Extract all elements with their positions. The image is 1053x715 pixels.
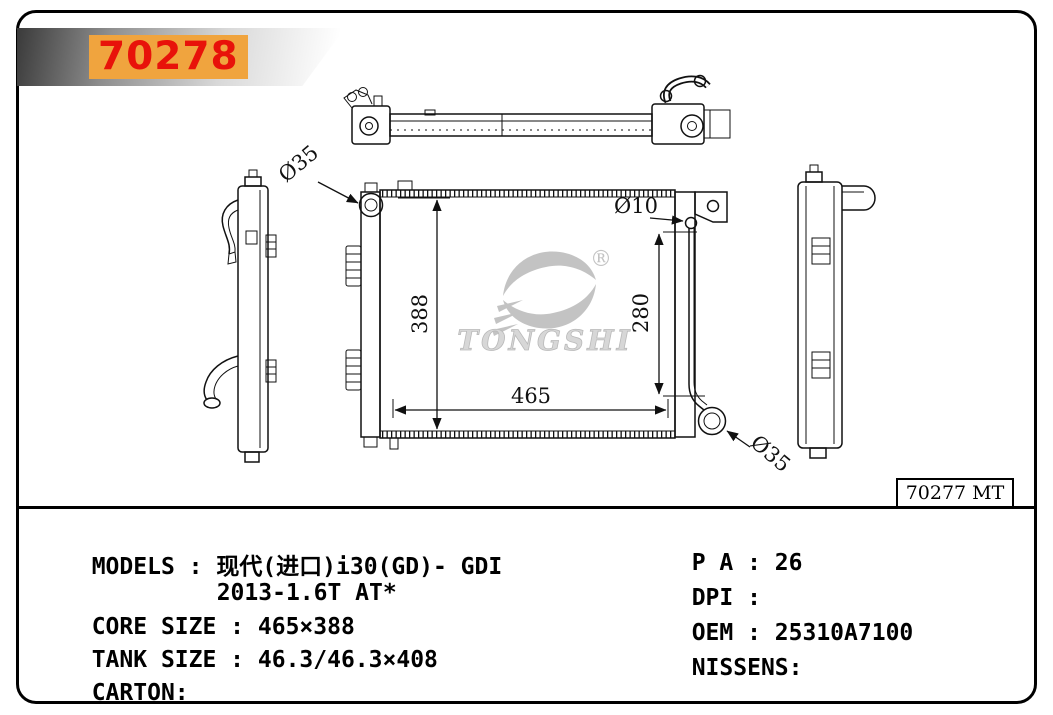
- dim-core-width: 465: [511, 384, 551, 408]
- pa-row: P A : 26: [664, 524, 803, 576]
- core-size-value: 465×388: [257, 614, 355, 640]
- models-row: MODELS : 现代(进口)i30(GD)- GDI: [64, 521, 503, 581]
- dim-pipe-length: 280: [629, 293, 653, 333]
- tank-size-row: TANK SIZE : 46.3/46.3×408: [64, 621, 438, 673]
- models-value-line2: 2013-1.6T AT*: [216, 580, 397, 606]
- dim-outlet-diameter: Ø35: [746, 430, 795, 477]
- reference-number: 70277 MT: [905, 482, 1005, 504]
- radiator-top-view: [343, 74, 731, 145]
- dpi-label: DPI :: [691, 585, 775, 611]
- specs-separator-line: [18, 506, 1035, 509]
- dim-inlet-diameter: Ø35: [274, 140, 323, 187]
- tank-size-label: TANK SIZE :: [91, 647, 258, 673]
- tongshi-watermark: ® TONGSHI: [457, 247, 633, 357]
- oem-row: OEM : 25310A7100: [664, 594, 914, 646]
- nissens-label: NISSENS:: [691, 655, 803, 681]
- pa-label: P A :: [691, 550, 775, 576]
- oem-value: 25310A7100: [774, 620, 914, 646]
- models-label: MODELS :: [91, 554, 217, 580]
- carton-label: CARTON:: [91, 680, 189, 706]
- page-border: [16, 10, 1037, 704]
- part-number-banner: 70278: [17, 28, 345, 86]
- reference-number-box: 70277 MT: [896, 478, 1014, 508]
- models-value: 现代(进口)i30(GD)- GDI: [216, 554, 503, 580]
- dim-core-height: 388: [408, 294, 432, 334]
- dimension-annotations: 388 465 280 Ø10 Ø35 Ø35: [274, 140, 795, 477]
- core-size-row: CORE SIZE : 465×388: [64, 588, 355, 640]
- dim-bracket-hole: Ø10: [614, 194, 658, 218]
- radiator-right-side-view: [797, 164, 876, 459]
- pa-value: 26: [774, 550, 803, 576]
- radiator-left-side-view: [203, 169, 277, 463]
- dpi-row: DPI :: [664, 559, 775, 611]
- tongshi-logo-swirl-icon: [492, 251, 596, 336]
- left-mounting-brackets: [345, 245, 362, 391]
- watermark-brand: TONGSHI: [457, 324, 633, 357]
- tank-size-value: 46.3/46.3×408: [257, 647, 438, 673]
- nissens-row: NISSENS:: [664, 629, 803, 681]
- models-row-2: 2013-1.6T AT*: [189, 554, 397, 606]
- core-size-label: CORE SIZE :: [91, 614, 258, 640]
- registered-trademark-icon: ®: [590, 247, 612, 272]
- carton-row: CARTON:: [64, 654, 189, 706]
- part-number: 70278: [89, 35, 248, 79]
- oem-label: OEM :: [691, 620, 775, 646]
